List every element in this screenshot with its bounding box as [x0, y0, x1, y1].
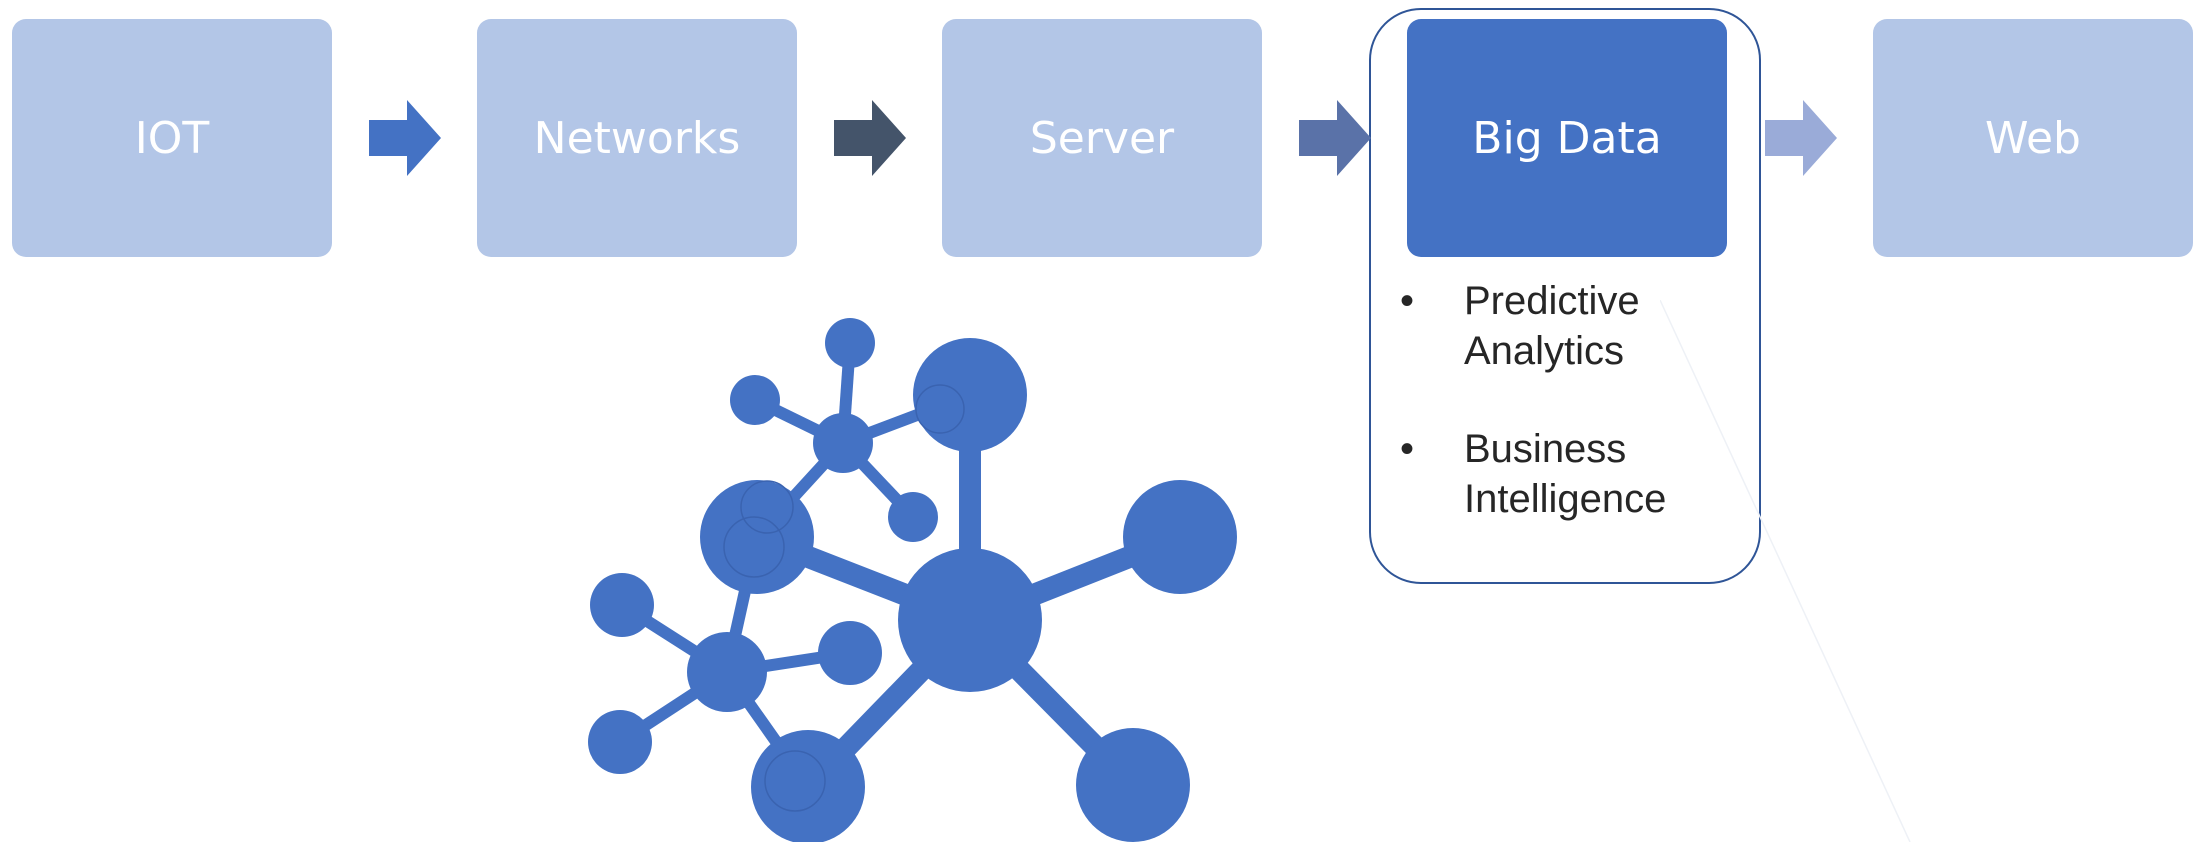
stage-server: Server — [942, 19, 1262, 257]
big-data-highlight-frame — [1369, 8, 1761, 584]
detail-item-predictive-analytics: • Predictive Analytics — [1400, 276, 1740, 376]
stage-web-label: Web — [1985, 112, 2081, 164]
right-arrow-icon — [834, 100, 906, 176]
right-arrow-icon — [1299, 100, 1371, 176]
detail-text: Business Intelligence — [1464, 427, 1667, 521]
stage-big-data: Big Data — [1407, 19, 1727, 257]
bullet-icon: • — [1400, 279, 1415, 323]
stage-networks: Networks — [477, 19, 797, 257]
stage-server-label: Server — [1029, 112, 1175, 164]
detail-item-business-intelligence: • Business Intelligence — [1400, 424, 1740, 524]
stage-iot: IOT — [12, 19, 332, 257]
decorative-line — [1660, 300, 1911, 842]
right-arrow-icon — [369, 100, 441, 176]
right-arrow-icon — [1765, 100, 1837, 176]
stage-iot-label: IOT — [134, 112, 210, 164]
stage-big-data-label: Big Data — [1472, 112, 1662, 164]
bullet-icon: • — [1400, 427, 1415, 471]
big-data-details-list: • Predictive Analytics • Business Intell… — [1400, 276, 1740, 572]
network-molecule-icon — [588, 318, 1237, 842]
stage-web: Web — [1873, 19, 2193, 257]
stage-networks-label: Networks — [533, 112, 741, 164]
detail-text: Predictive Analytics — [1464, 279, 1640, 373]
